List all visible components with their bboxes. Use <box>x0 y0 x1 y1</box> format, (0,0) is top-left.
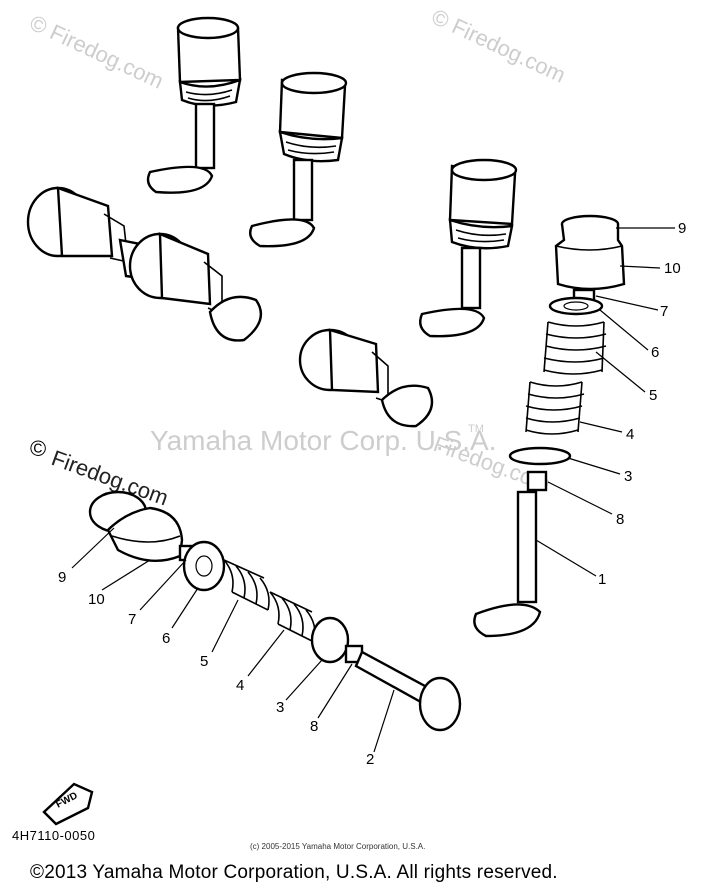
callout-lower-2: 2 <box>366 751 374 768</box>
callout-lower-7: 7 <box>128 611 136 628</box>
exploded-assembly-upper <box>473 214 675 638</box>
exploded-assembly-lower <box>71 490 462 753</box>
callout-upper-10: 10 <box>664 260 681 277</box>
watermark-top-left: © Firedog.com <box>26 10 168 94</box>
copyright-symbol: © <box>30 436 46 461</box>
valve-assembly-c <box>419 158 518 338</box>
callout-upper-5: 5 <box>649 387 657 404</box>
fwd-arrow-icon: FWD <box>42 782 94 826</box>
callouts-lower: 9 10 7 6 5 4 3 8 2 <box>58 569 374 768</box>
callout-lower-8: 8 <box>310 718 318 735</box>
copyright-main: ©2013 Yamaha Motor Corporation, U.S.A. A… <box>30 862 558 883</box>
valve-assembly-f <box>298 328 434 428</box>
copyright-small: (c) 2005-2015 Yamaha Motor Corporation, … <box>250 842 426 851</box>
callout-lower-4: 4 <box>236 677 244 694</box>
callout-lower-10: 10 <box>88 591 105 608</box>
valve-assembly-e <box>128 232 263 342</box>
callout-upper-6: 6 <box>651 344 659 361</box>
callouts-upper: 9 10 7 6 5 4 3 8 1 <box>598 220 686 588</box>
callout-lower-3: 3 <box>276 699 284 716</box>
callout-upper-8: 8 <box>616 511 624 528</box>
diagram-code: 4H7110-0050 <box>12 828 96 843</box>
callout-lower-6: 6 <box>162 630 170 647</box>
valve-assembly-a <box>146 16 242 194</box>
watermark-center: Yamaha Motor Corp. U.S.A. <box>150 425 497 456</box>
callout-lower-5: 5 <box>200 653 208 670</box>
callout-upper-7: 7 <box>660 303 668 320</box>
callout-upper-9: 9 <box>678 220 686 237</box>
callout-lower-9: 9 <box>58 569 66 586</box>
watermark-tm: TM <box>468 423 484 435</box>
callout-upper-3: 3 <box>624 468 632 485</box>
valve-assembly-b <box>249 71 348 248</box>
callout-upper-4: 4 <box>626 426 634 443</box>
callout-upper-1: 1 <box>598 571 606 588</box>
watermark-top-right: © Firedog.com <box>428 4 570 88</box>
